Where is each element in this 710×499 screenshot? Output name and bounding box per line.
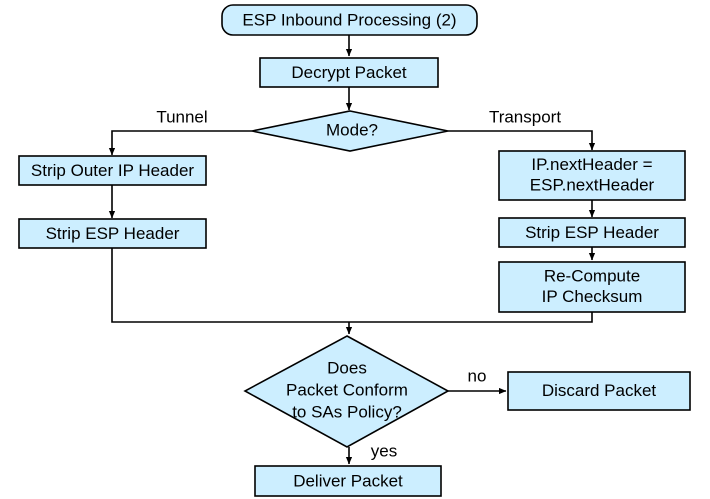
edge-label-tunnel: Tunnel: [156, 107, 207, 126]
node-strip-esp-header-left[interactable]: Strip ESP Header: [18, 218, 207, 249]
mode-decision-shape: [251, 110, 449, 152]
strip-esp-header-right-shape: [498, 217, 686, 248]
edge-mode-tunnel: [108, 130, 252, 156]
edge-label-no: no: [468, 366, 487, 385]
node-deliver-packet[interactable]: Deliver Packet: [254, 465, 442, 497]
node-recompute-ip-checksum[interactable]: Re-Compute IP Checksum: [498, 261, 686, 313]
node-conform-decision[interactable]: Does Packet Conform to SAs Policy?: [243, 335, 450, 448]
ip-nextheader-assign-label-line1: IP.nextHeader =: [531, 155, 652, 174]
deliver-packet-label: Deliver Packet: [293, 471, 403, 490]
node-discard-packet[interactable]: Discard Packet: [507, 371, 691, 411]
decrypt-packet-label: Decrypt Packet: [291, 63, 407, 82]
node-start[interactable]: ESP Inbound Processing (2): [221, 4, 478, 36]
node-ip-nextheader-assign[interactable]: IP.nextHeader = ESP.nextHeader: [498, 150, 686, 201]
decrypt-packet-shape: [259, 57, 439, 88]
conform-decision-label-line3: to SAs Policy?: [292, 402, 402, 421]
ip-nextheader-assign-shape: [498, 150, 686, 201]
strip-outer-ip-header-shape: [18, 155, 207, 186]
edge-right-branch-merge: [349, 312, 593, 323]
edge-label-yes: yes: [371, 441, 397, 460]
recompute-ip-checksum-label-line1: Re-Compute: [544, 266, 640, 285]
strip-esp-header-left-shape: [18, 218, 207, 249]
node-mode-decision[interactable]: Mode?: [251, 110, 449, 152]
edge-label-transport: Transport: [489, 107, 561, 126]
edge-mode-transport: [448, 130, 596, 151]
start-shape: [221, 4, 478, 36]
ip-nextheader-assign-label-line2: ESP.nextHeader: [530, 175, 655, 194]
node-strip-outer-ip-header[interactable]: Strip Outer IP Header: [18, 155, 207, 186]
node-decrypt-packet[interactable]: Decrypt Packet: [259, 57, 439, 88]
connectors: [108, 35, 596, 465]
strip-outer-ip-header-label: Strip Outer IP Header: [31, 161, 194, 180]
edge-left-branch-merge: [111, 248, 349, 323]
recompute-ip-checksum-label-line2: IP Checksum: [542, 287, 643, 306]
conform-decision-shape: [243, 335, 450, 448]
mode-decision-label: Mode?: [326, 120, 378, 139]
strip-esp-header-right-label: Strip ESP Header: [525, 223, 659, 242]
recompute-ip-checksum-shape: [498, 261, 686, 313]
start-label: ESP Inbound Processing (2): [242, 10, 456, 29]
discard-packet-label: Discard Packet: [542, 381, 657, 400]
deliver-packet-shape: [254, 465, 442, 497]
conform-decision-label-line1: Does: [327, 358, 367, 377]
node-strip-esp-header-right[interactable]: Strip ESP Header: [498, 217, 686, 248]
strip-esp-header-left-label: Strip ESP Header: [46, 224, 180, 243]
discard-packet-shape: [507, 371, 691, 411]
conform-decision-label-line2: Packet Conform: [286, 380, 408, 399]
